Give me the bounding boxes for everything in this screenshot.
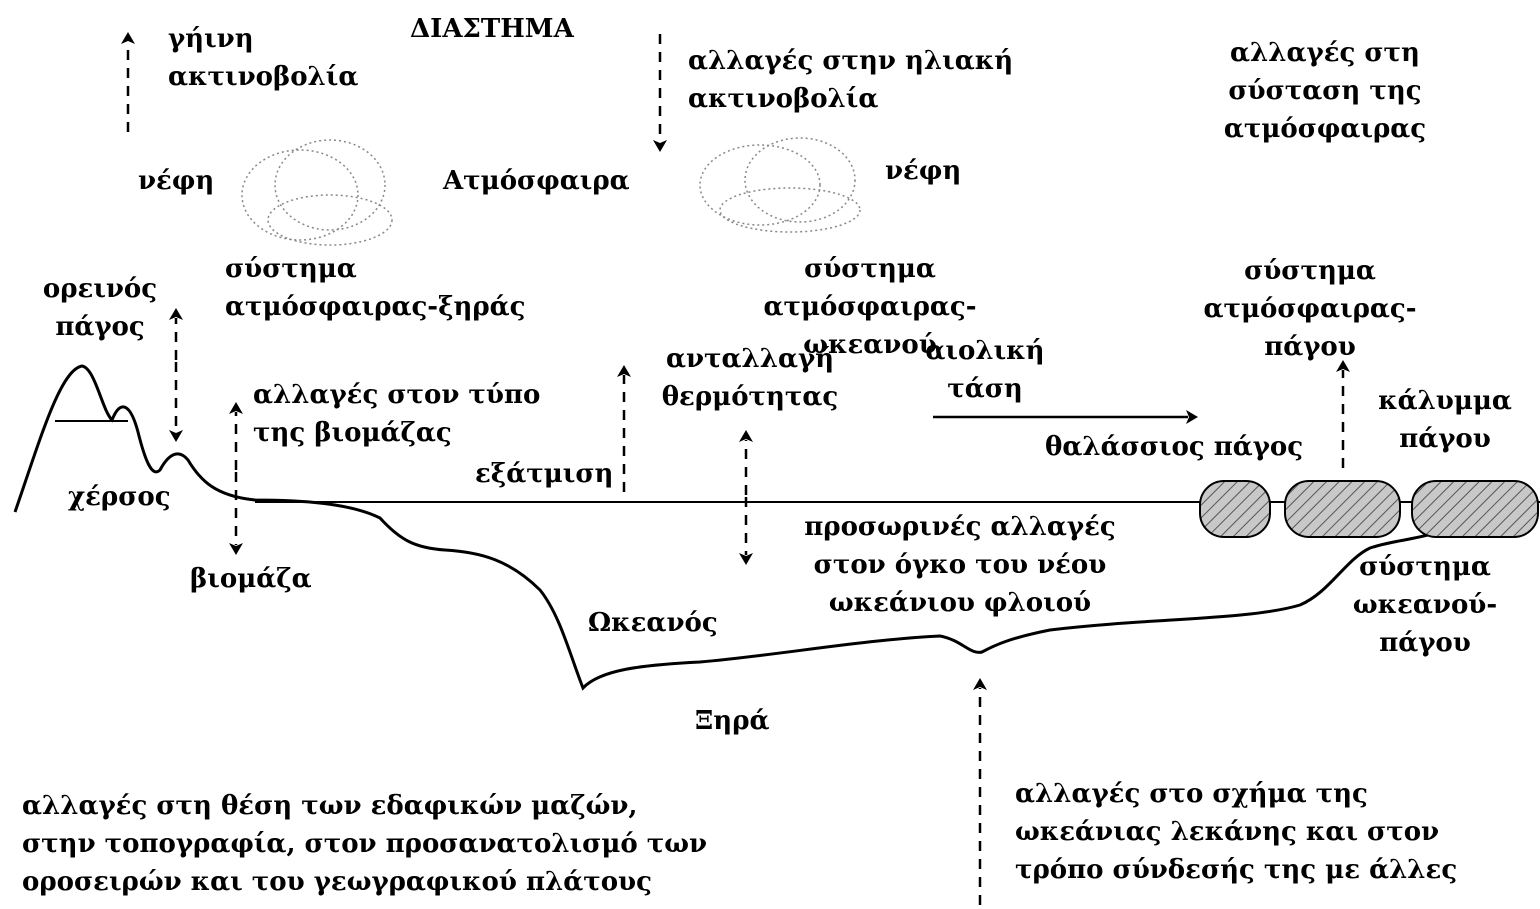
ocean-label: Ωκεανός: [588, 608, 718, 638]
heat-exchange-label: ανταλλαγή θερμότητας: [661, 344, 839, 412]
sea-ice-block-2: [1284, 480, 1401, 538]
biomass-type-label: αλλαγές στον τύπο της βιομάζας: [253, 380, 541, 448]
solar-changes-label: αλλαγές στην ηλιακή ακτινοβολία: [688, 46, 1014, 114]
atmosphere-label: Ατμόσφαιρα: [443, 166, 630, 196]
clouds-left-label: νέφη: [138, 166, 215, 196]
space-label: ΔΙΑΣΤΗΜΑ: [410, 14, 574, 44]
wind-stress-label: αιολική τάση: [925, 336, 1045, 404]
basin-changes-label: αλλαγές στο σχήμα της ωκεάνιας λεκάνης κ…: [1015, 779, 1458, 885]
dry-land-label: Ξηρά: [695, 706, 770, 736]
atmosphere-composition-label: αλλαγές στη σύσταση της ατμόσφαιρας: [1223, 38, 1427, 144]
sea-ice-blocks: [1199, 480, 1539, 538]
mountain-ice-label: ορεινός πάγος: [42, 274, 158, 342]
cloud-right: [699, 137, 861, 233]
sea-ice-block-1: [1199, 480, 1271, 538]
land-profile: [13, 364, 1461, 691]
atm-ice-system-label: σύστημα ατμόσφαιρας-πάγου: [1203, 256, 1417, 362]
ice-cover-label: κάλυμμα πάγου: [1378, 386, 1512, 454]
evaporation-label: εξάτμιση: [475, 459, 614, 489]
crust-changes-label: προσωρινές αλλαγές στον όγκο του νέου ωκ…: [804, 512, 1116, 618]
cloud-left: [241, 139, 393, 246]
atm-ocean-system-label: σύστημα ατμόσφαιρας-ωκεανού: [763, 254, 977, 360]
ocean-ice-system-label: σύστημα ωκεανού-πάγου: [1352, 552, 1498, 658]
terrestrial-radiation-label: γήινη ακτινοβολία: [168, 24, 359, 92]
clouds-right-label: νέφη: [885, 156, 962, 186]
biomass-label: βιομάζα: [190, 564, 312, 594]
land-label: χέρσος: [68, 482, 171, 512]
sea-ice-label: θαλάσσιος πάγος: [1045, 432, 1304, 462]
atm-land-system-label: σύστημα ατμόσφαιρας-ξηράς: [225, 254, 526, 322]
landmass-changes-label: αλλαγές στη θέση των εδαφικών μαζών, στη…: [22, 791, 708, 897]
sea-ice-block-3: [1411, 480, 1539, 538]
